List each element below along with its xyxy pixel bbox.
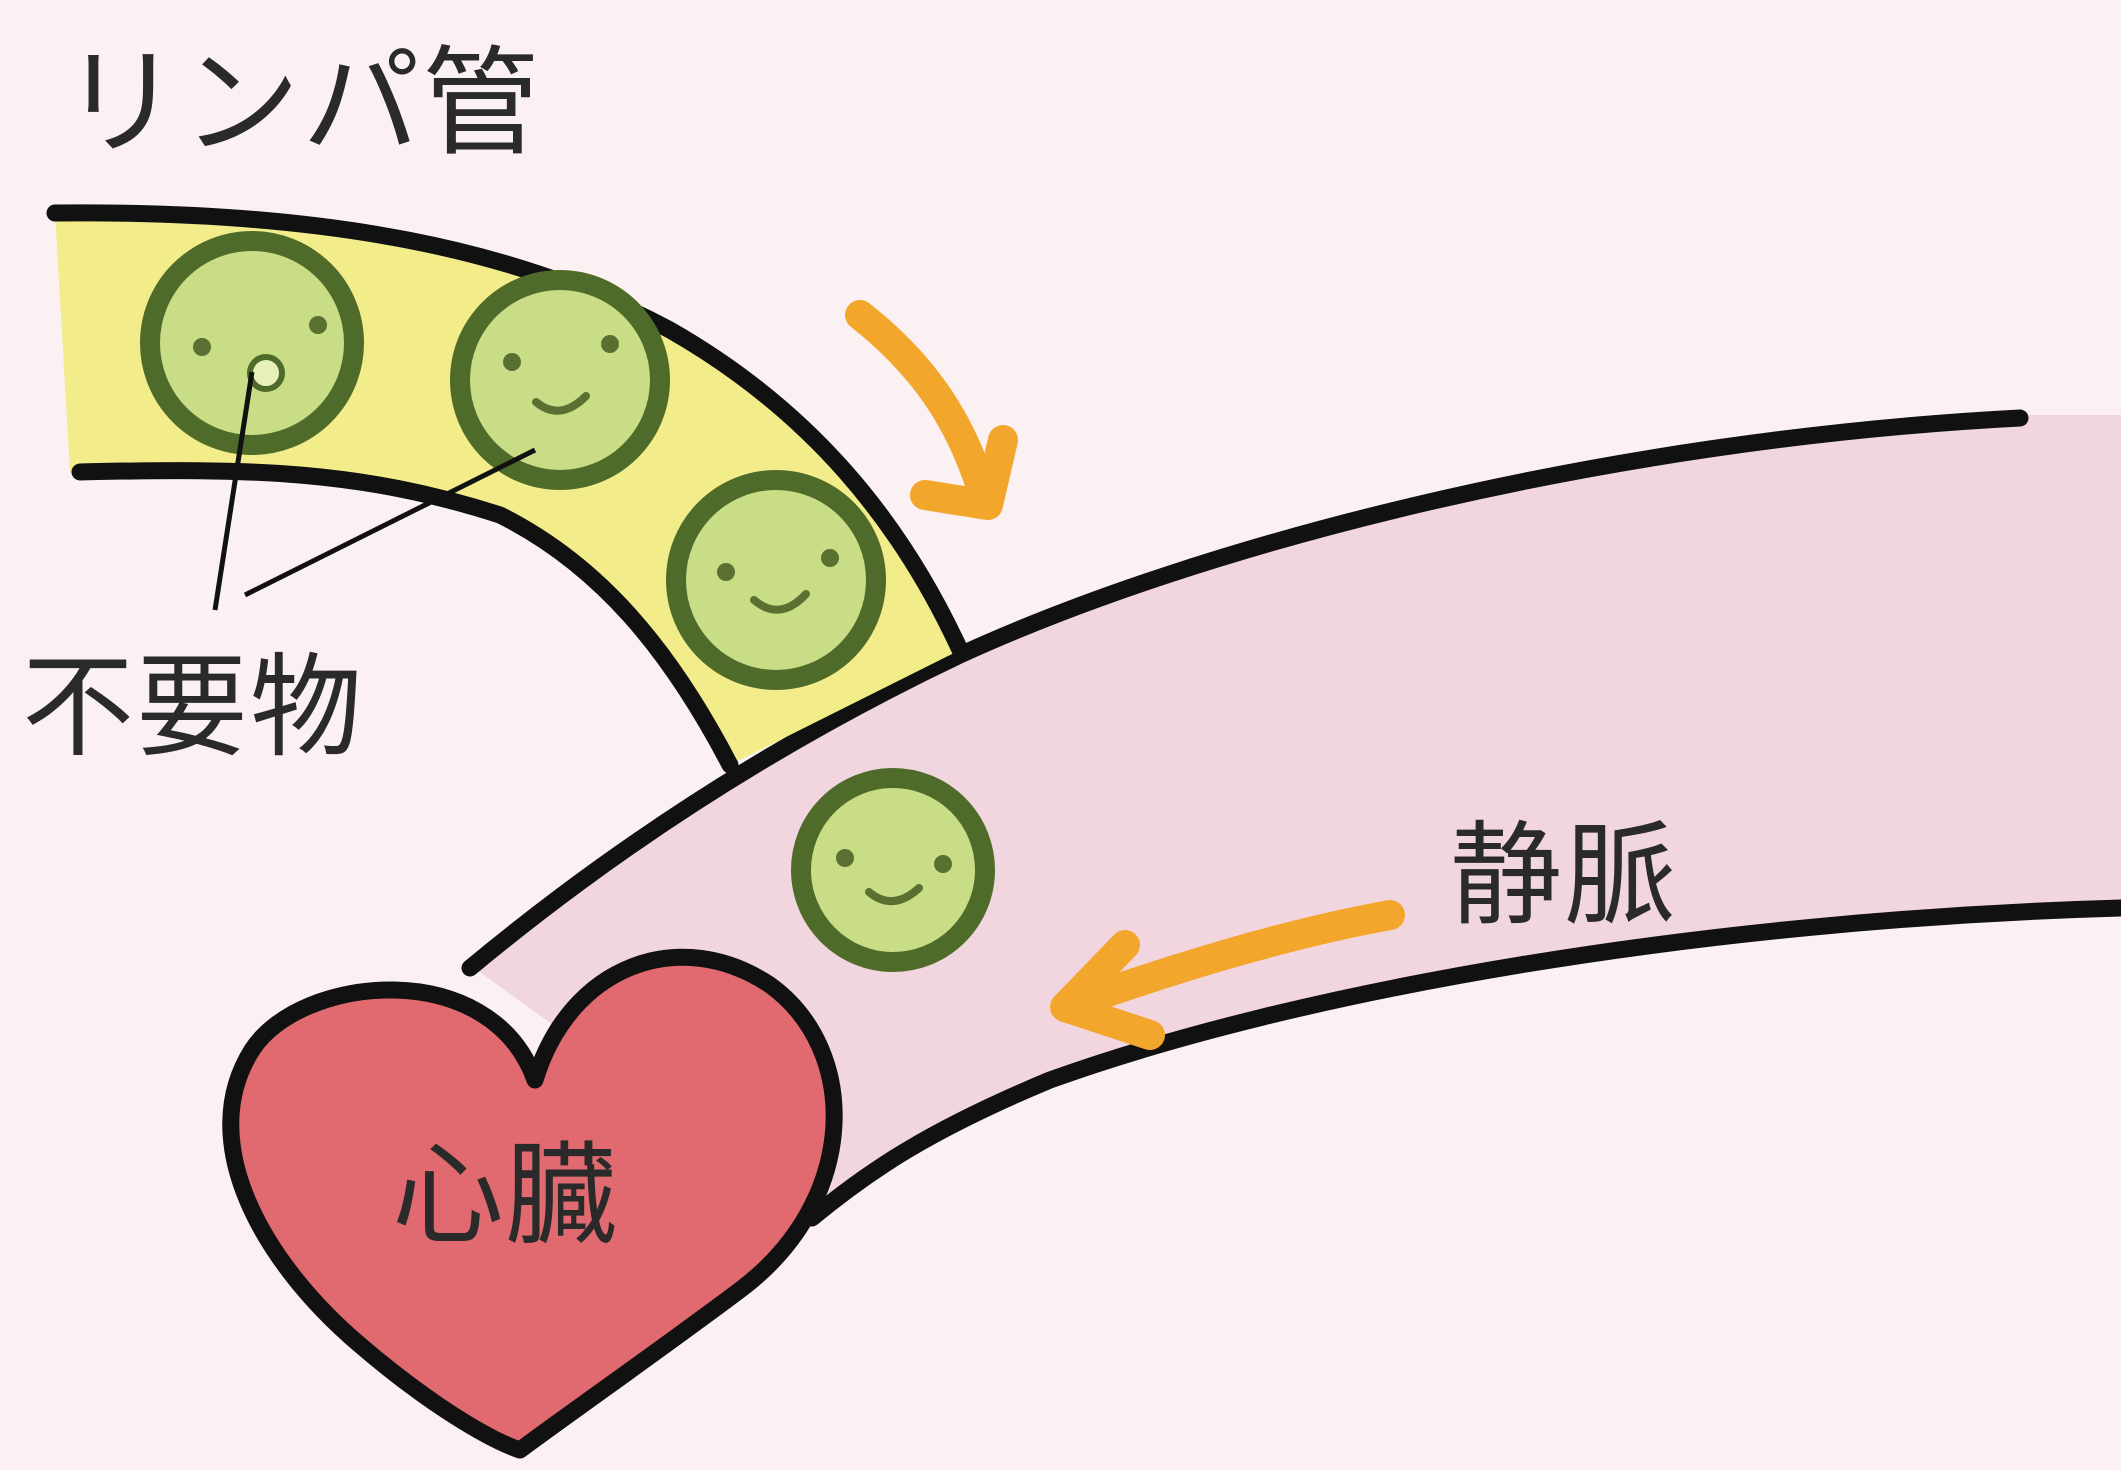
heart xyxy=(222,948,843,1459)
vein xyxy=(461,409,2121,1227)
lymph-vessel-label: リンパ管 xyxy=(62,34,543,172)
heart-icon xyxy=(222,948,843,1459)
smiling-cell-icon xyxy=(791,768,995,972)
heart-label: 心臓 xyxy=(392,1131,618,1261)
vein-top-wall xyxy=(461,409,2029,977)
waste-leader-lines xyxy=(212,371,537,611)
lymph-vessel-bottom-wall xyxy=(71,462,739,774)
waste-label: 不要物 xyxy=(22,643,364,773)
flow-arrows xyxy=(845,300,1405,1050)
leader-line xyxy=(212,371,255,611)
smiling-cell-icon xyxy=(666,470,886,690)
smiling-cell-icon xyxy=(450,270,670,490)
vein-label: 静脈 xyxy=(1450,811,1678,941)
arrow-down-right-icon xyxy=(845,300,1018,520)
vein-bottom-wall xyxy=(803,899,2121,1227)
arrow-left-icon xyxy=(1050,900,1405,1050)
smiling-cell-icon xyxy=(140,231,364,455)
leader-line xyxy=(243,447,537,598)
cells xyxy=(140,231,995,972)
vein-fill xyxy=(470,415,2121,1215)
